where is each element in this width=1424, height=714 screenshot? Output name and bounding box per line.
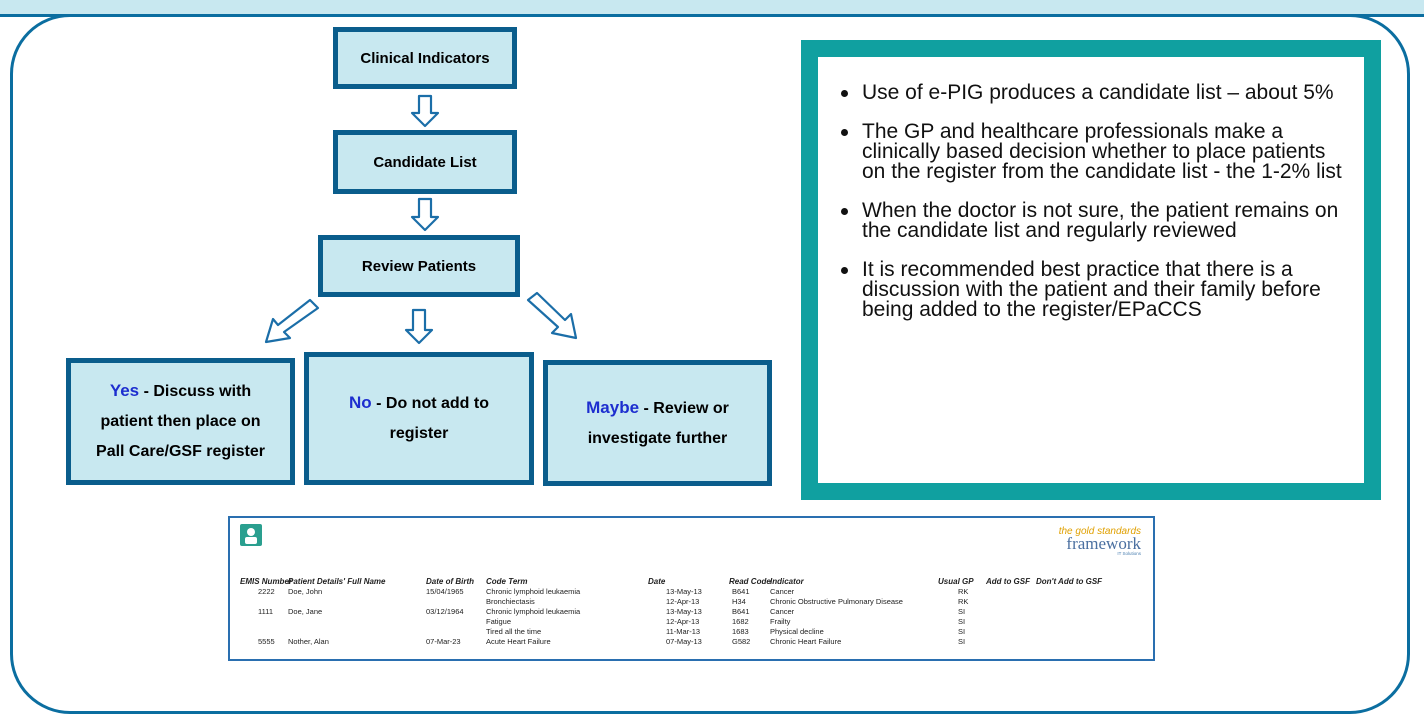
yes-line1: - Discuss with <box>139 383 252 400</box>
table-cell: Chronic lymphoid leukaemia <box>486 587 581 596</box>
table-cell: Bronchiectasis <box>486 597 535 606</box>
table-cell: B641 <box>732 607 750 616</box>
table-cell: Physical decline <box>770 627 824 636</box>
table-header-cell: EMIS Number <box>240 577 293 586</box>
table-cell: Tired all the time <box>486 627 542 636</box>
person-icon <box>245 528 257 544</box>
yes-keyword: Yes <box>109 381 140 400</box>
yes-line3: Pall Care/GSF register <box>96 443 265 460</box>
table-cell: SI <box>958 627 966 636</box>
table-cell: 12-Apr-13 <box>666 617 700 626</box>
yes-outcome-box: Yes - Discuss with patient then place on… <box>66 358 295 485</box>
table-cell: 12-Apr-13 <box>666 597 700 606</box>
table-cell: 13-May-13 <box>666 587 702 596</box>
no-line1: - Do not add to <box>371 395 489 412</box>
note-item: Use of e-PIG produces a candidate list –… <box>841 82 1344 103</box>
note-item: It is recommended best practice that the… <box>841 259 1344 320</box>
table-cell: 11-Mar-13 <box>666 627 701 636</box>
table-header-cell: Patient Details' Full Name <box>288 577 386 586</box>
app-icon <box>240 524 262 546</box>
table-cell: B641 <box>732 587 750 596</box>
table-cell: H34 <box>732 597 746 606</box>
table-cell: 07-Mar-23 <box>426 637 461 646</box>
down-arrow-2 <box>410 197 440 232</box>
down-arrow-1 <box>410 94 440 128</box>
table-cell: 1111 <box>258 607 274 616</box>
no-keyword: No <box>349 393 372 412</box>
table-cell: Chronic Heart Failure <box>770 637 842 646</box>
table-cell: 2222 <box>258 587 275 596</box>
maybe-line1: - Review or <box>639 399 729 417</box>
table-cell: 13-May-13 <box>666 607 702 616</box>
notes-list: Use of e-PIG produces a candidate list –… <box>818 57 1364 320</box>
table-header-cell: Usual GP <box>938 577 974 586</box>
table-cell: 07-May-13 <box>666 637 702 646</box>
table-cell: Chronic Obstructive Pulmonary Disease <box>770 597 903 606</box>
down-arrow-3 <box>404 308 434 345</box>
gsf-logo-line3: IT Solutions <box>1117 551 1141 556</box>
table-cell: RK <box>958 597 969 606</box>
notes-panel: Use of e-PIG produces a candidate list –… <box>801 40 1381 500</box>
table-cell: 15/04/1965 <box>426 587 464 596</box>
table-header-cell: Add to GSF <box>986 577 1030 586</box>
table-cell: 03/12/1964 <box>426 607 464 616</box>
table-cell: SI <box>958 607 966 616</box>
table-cell: Cancer <box>770 607 795 616</box>
candidate-list-box: Candidate List <box>333 130 517 194</box>
maybe-line2: investigate further <box>587 429 728 447</box>
table-cell: Cancer <box>770 587 795 596</box>
table-cell: Doe, John <box>288 587 323 596</box>
no-line2: register <box>389 425 449 442</box>
table-cell: Acute Heart Failure <box>486 637 551 646</box>
table-cell: Chronic lymphoid leukaemia <box>486 607 581 616</box>
yes-line2: patient then place on <box>100 413 261 430</box>
table-cell: 1683 <box>732 627 749 636</box>
table-cell: Fatigue <box>486 617 512 626</box>
clinical-indicators-box: Clinical Indicators <box>333 27 517 89</box>
table-cell: SI <box>958 637 966 646</box>
table-header-cell: Date <box>648 577 666 586</box>
flow-arrows <box>264 94 578 345</box>
gsf-logo: the gold standards framework IT Solution… <box>1059 526 1141 556</box>
gsf-logo-line2: framework <box>1066 534 1141 553</box>
review-patients-label: Review Patients <box>361 257 477 275</box>
maybe-keyword: Maybe <box>586 397 640 417</box>
table-header-cell: Don't Add to GSF <box>1036 577 1103 586</box>
table-cell: Doe, Jane <box>288 607 323 616</box>
clinical-indicators-label: Clinical Indicators <box>360 49 490 67</box>
table-cell: Frailty <box>770 617 791 626</box>
review-patients-box: Review Patients <box>318 235 520 297</box>
table-cell: Nother, Alan <box>288 637 329 646</box>
gsf-logo-line1: the gold standards <box>1058 526 1141 537</box>
table-header-cell: Read Code <box>729 577 771 586</box>
table-cell: G582 <box>732 637 751 646</box>
candidate-table-panel: the gold standards framework IT Solution… <box>228 516 1155 661</box>
right-diag-arrow <box>526 291 578 340</box>
left-diag-arrow <box>264 298 320 344</box>
table-cell: 1682 <box>732 617 749 626</box>
table-cell: SI <box>958 617 966 626</box>
table-cell: 5555 <box>258 637 275 646</box>
table-header-cell: Code Term <box>486 577 528 586</box>
note-item: The GP and healthcare professionals make… <box>841 121 1344 182</box>
table-header-cell: Date of Birth <box>426 577 474 586</box>
candidate-list-label: Candidate List <box>373 153 477 171</box>
no-outcome-box: No - Do not add to register <box>304 352 534 485</box>
table-cell: RK <box>958 587 969 596</box>
table-header-cell: Indicator <box>770 577 804 586</box>
maybe-outcome-box: Maybe - Review or investigate further <box>543 360 772 486</box>
note-item: When the doctor is not sure, the patient… <box>841 200 1344 241</box>
